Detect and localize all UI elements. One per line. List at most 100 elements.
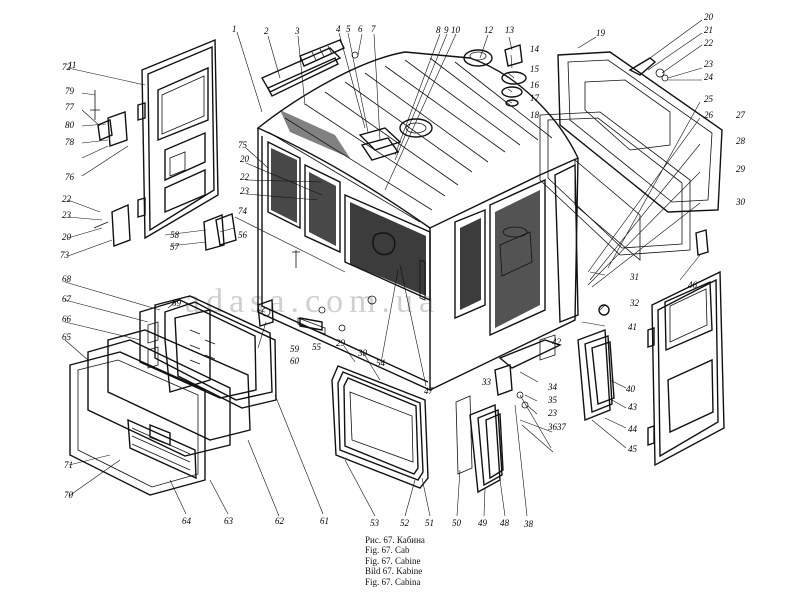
callout: 50 [452, 518, 462, 528]
cab-body [256, 51, 579, 392]
callout: 12 [484, 25, 494, 35]
callout: 64 [182, 516, 192, 526]
callout: 30 [735, 197, 746, 207]
callout: 63 [224, 516, 234, 526]
callout: 52 [400, 518, 410, 528]
callout: 23 [548, 408, 558, 418]
callout: 16 [530, 80, 540, 90]
callout: 11 [68, 60, 76, 70]
callout: 47 [424, 386, 434, 396]
callout: 43 [628, 402, 638, 412]
figure-caption: Рис. 67. Кабина Fig. 67. Cab Fig. 67. Ca… [365, 535, 425, 587]
callout: 61 [320, 516, 329, 526]
callout: 80 [65, 120, 75, 130]
callout: 5 [346, 24, 351, 34]
callout: 27 [736, 110, 746, 120]
callout: 40 [626, 384, 636, 394]
callout: 17 [530, 93, 540, 103]
caption-ru: Рис. 67. Кабина [365, 535, 425, 545]
callout: 67 [62, 294, 72, 304]
callout: 69 [172, 298, 182, 308]
rear-headliner [539, 51, 723, 261]
callout: 62 [275, 516, 285, 526]
callout: 20 [704, 12, 714, 22]
callout: 56 [238, 230, 248, 240]
callout: 76 [65, 172, 75, 182]
callout: 45 [628, 444, 638, 454]
front-window-seal [331, 365, 429, 489]
leader-lines [64, 19, 703, 517]
callout: 14 [530, 44, 540, 54]
callout: 72 [62, 62, 72, 72]
callout: 32 [629, 298, 640, 308]
callout: 44 [628, 424, 638, 434]
callout: 35 [547, 395, 558, 405]
callout: 20 [240, 154, 250, 164]
callout: 57 [170, 242, 180, 252]
callout: 77 [65, 102, 75, 112]
watermark: adasa.com.ua [185, 283, 440, 320]
callout: 30 [357, 348, 368, 358]
callout: 20 [62, 232, 72, 242]
callout: 66 [62, 314, 72, 324]
callout: 78 [65, 137, 75, 147]
callout: 22 [704, 38, 714, 48]
callout: 58 [170, 230, 180, 240]
callout: 22 [62, 194, 72, 204]
callout-numbers: 1 2 3 4 5 6 7 8 9 10 11 12 13 14 15 16 1… [60, 12, 746, 529]
callout: 34 [547, 382, 558, 392]
callout: 37 [556, 422, 567, 432]
callout: 54 [376, 358, 386, 368]
callout: 42 [552, 337, 562, 347]
caption-fr: Fig. 67. Cabine [365, 555, 421, 566]
small-parts [90, 39, 709, 409]
callout: 59 [290, 344, 300, 354]
callout: 41 [628, 322, 637, 332]
callout: 53 [370, 518, 380, 528]
callout: 23 [704, 59, 714, 69]
callout: 33 [481, 377, 492, 387]
trim-panels [69, 295, 277, 496]
callout: 31 [629, 272, 639, 282]
callout: 68 [62, 274, 72, 284]
callout: 8 [436, 25, 441, 35]
callout: 10 [451, 25, 461, 35]
callout: 75 [238, 140, 248, 150]
callout: 23 [240, 186, 250, 196]
callout: 3 [294, 26, 300, 36]
callout: 74 [238, 206, 248, 216]
callout: 2 [264, 26, 269, 36]
caption-en: Fig. 67. Cab [365, 545, 410, 556]
callout: 29 [336, 338, 346, 348]
callout: 1 [232, 24, 237, 34]
callout: 4 [336, 24, 341, 34]
callout: 6 [358, 24, 363, 34]
callout: 70 [64, 490, 74, 500]
callout: 19 [596, 28, 606, 38]
callout: 21 [704, 25, 713, 35]
callout: 79 [65, 86, 75, 96]
callout: 65 [62, 332, 72, 342]
callout: 7 [371, 24, 376, 34]
callout: 9 [444, 25, 449, 35]
caption-de: Bild 67. Kabine [365, 566, 423, 577]
callout: 26 [704, 110, 714, 120]
callout: 28 [736, 136, 746, 146]
callout: 15 [530, 64, 540, 74]
callout: 13 [505, 25, 515, 35]
callout: 49 [478, 518, 488, 528]
callout: 25 [704, 94, 714, 104]
callout: 38 [523, 519, 534, 529]
callout: 71 [64, 460, 73, 470]
callout: 51 [425, 518, 434, 528]
callout: 36 [547, 422, 558, 432]
side-window-seals [455, 329, 615, 494]
left-door [137, 38, 219, 240]
caption-es: Fig. 67. Cabina [365, 576, 421, 587]
callout: 29 [736, 164, 746, 174]
callout: 46 [688, 280, 698, 290]
right-door [647, 270, 725, 467]
callout: 23 [62, 210, 72, 220]
